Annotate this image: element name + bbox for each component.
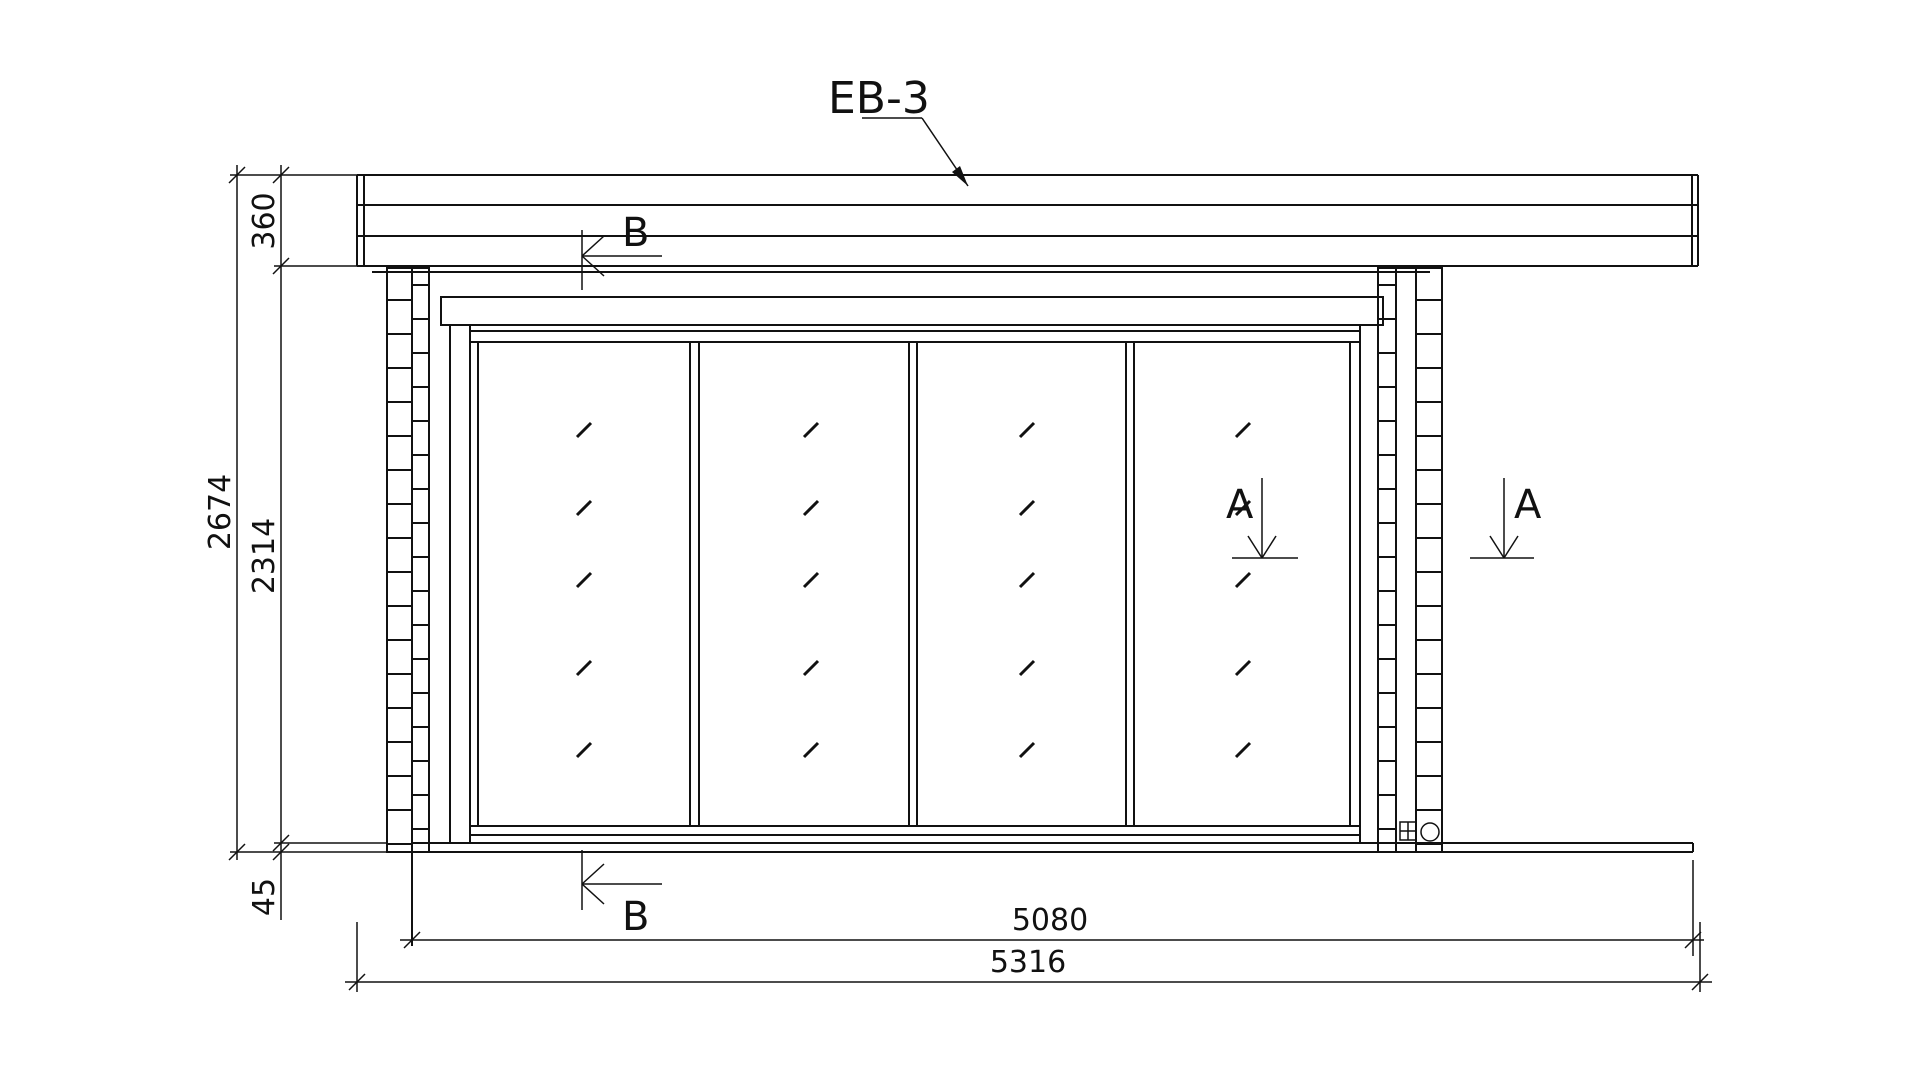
dimension-width-bottom: 5080 5316 xyxy=(345,860,1712,992)
callout-label: EB-3 xyxy=(828,73,930,124)
section-a-label-left: A xyxy=(1226,482,1254,528)
door-panel-4 xyxy=(1133,341,1351,827)
callout-eb3: EB-3 xyxy=(828,73,969,187)
left-brick-column xyxy=(386,267,430,853)
dim-base-height: 45 xyxy=(247,878,282,916)
section-mark-b-bottom: B xyxy=(581,850,662,940)
dim-fascia-height: 360 xyxy=(247,192,282,249)
door-panel-1 xyxy=(477,341,691,827)
section-mark-a-right: A xyxy=(1470,478,1542,559)
right-brick-column xyxy=(1377,267,1443,853)
sliding-door-frame xyxy=(469,330,1361,844)
dimension-height-left: 2674 360 2314 45 xyxy=(203,165,387,920)
dim-inner-width: 5080 xyxy=(1012,903,1088,938)
door-panel-2 xyxy=(698,341,910,827)
door-panels xyxy=(477,341,1351,827)
roof-fascia xyxy=(356,174,1699,273)
section-mark-b-top: B xyxy=(581,210,662,290)
section-b-label-bottom: B xyxy=(622,894,649,940)
door-header xyxy=(440,296,1384,843)
section-a-label-right: A xyxy=(1514,482,1542,528)
dim-overall-width: 5316 xyxy=(990,945,1066,980)
dim-opening-height: 2314 xyxy=(247,518,282,594)
section-b-label-top: B xyxy=(622,210,649,256)
glass-hatch-marks xyxy=(575,421,1252,759)
dim-overall-height: 2674 xyxy=(203,474,238,550)
section-mark-a-left: A xyxy=(1226,478,1298,559)
floor-sill xyxy=(411,821,1694,946)
